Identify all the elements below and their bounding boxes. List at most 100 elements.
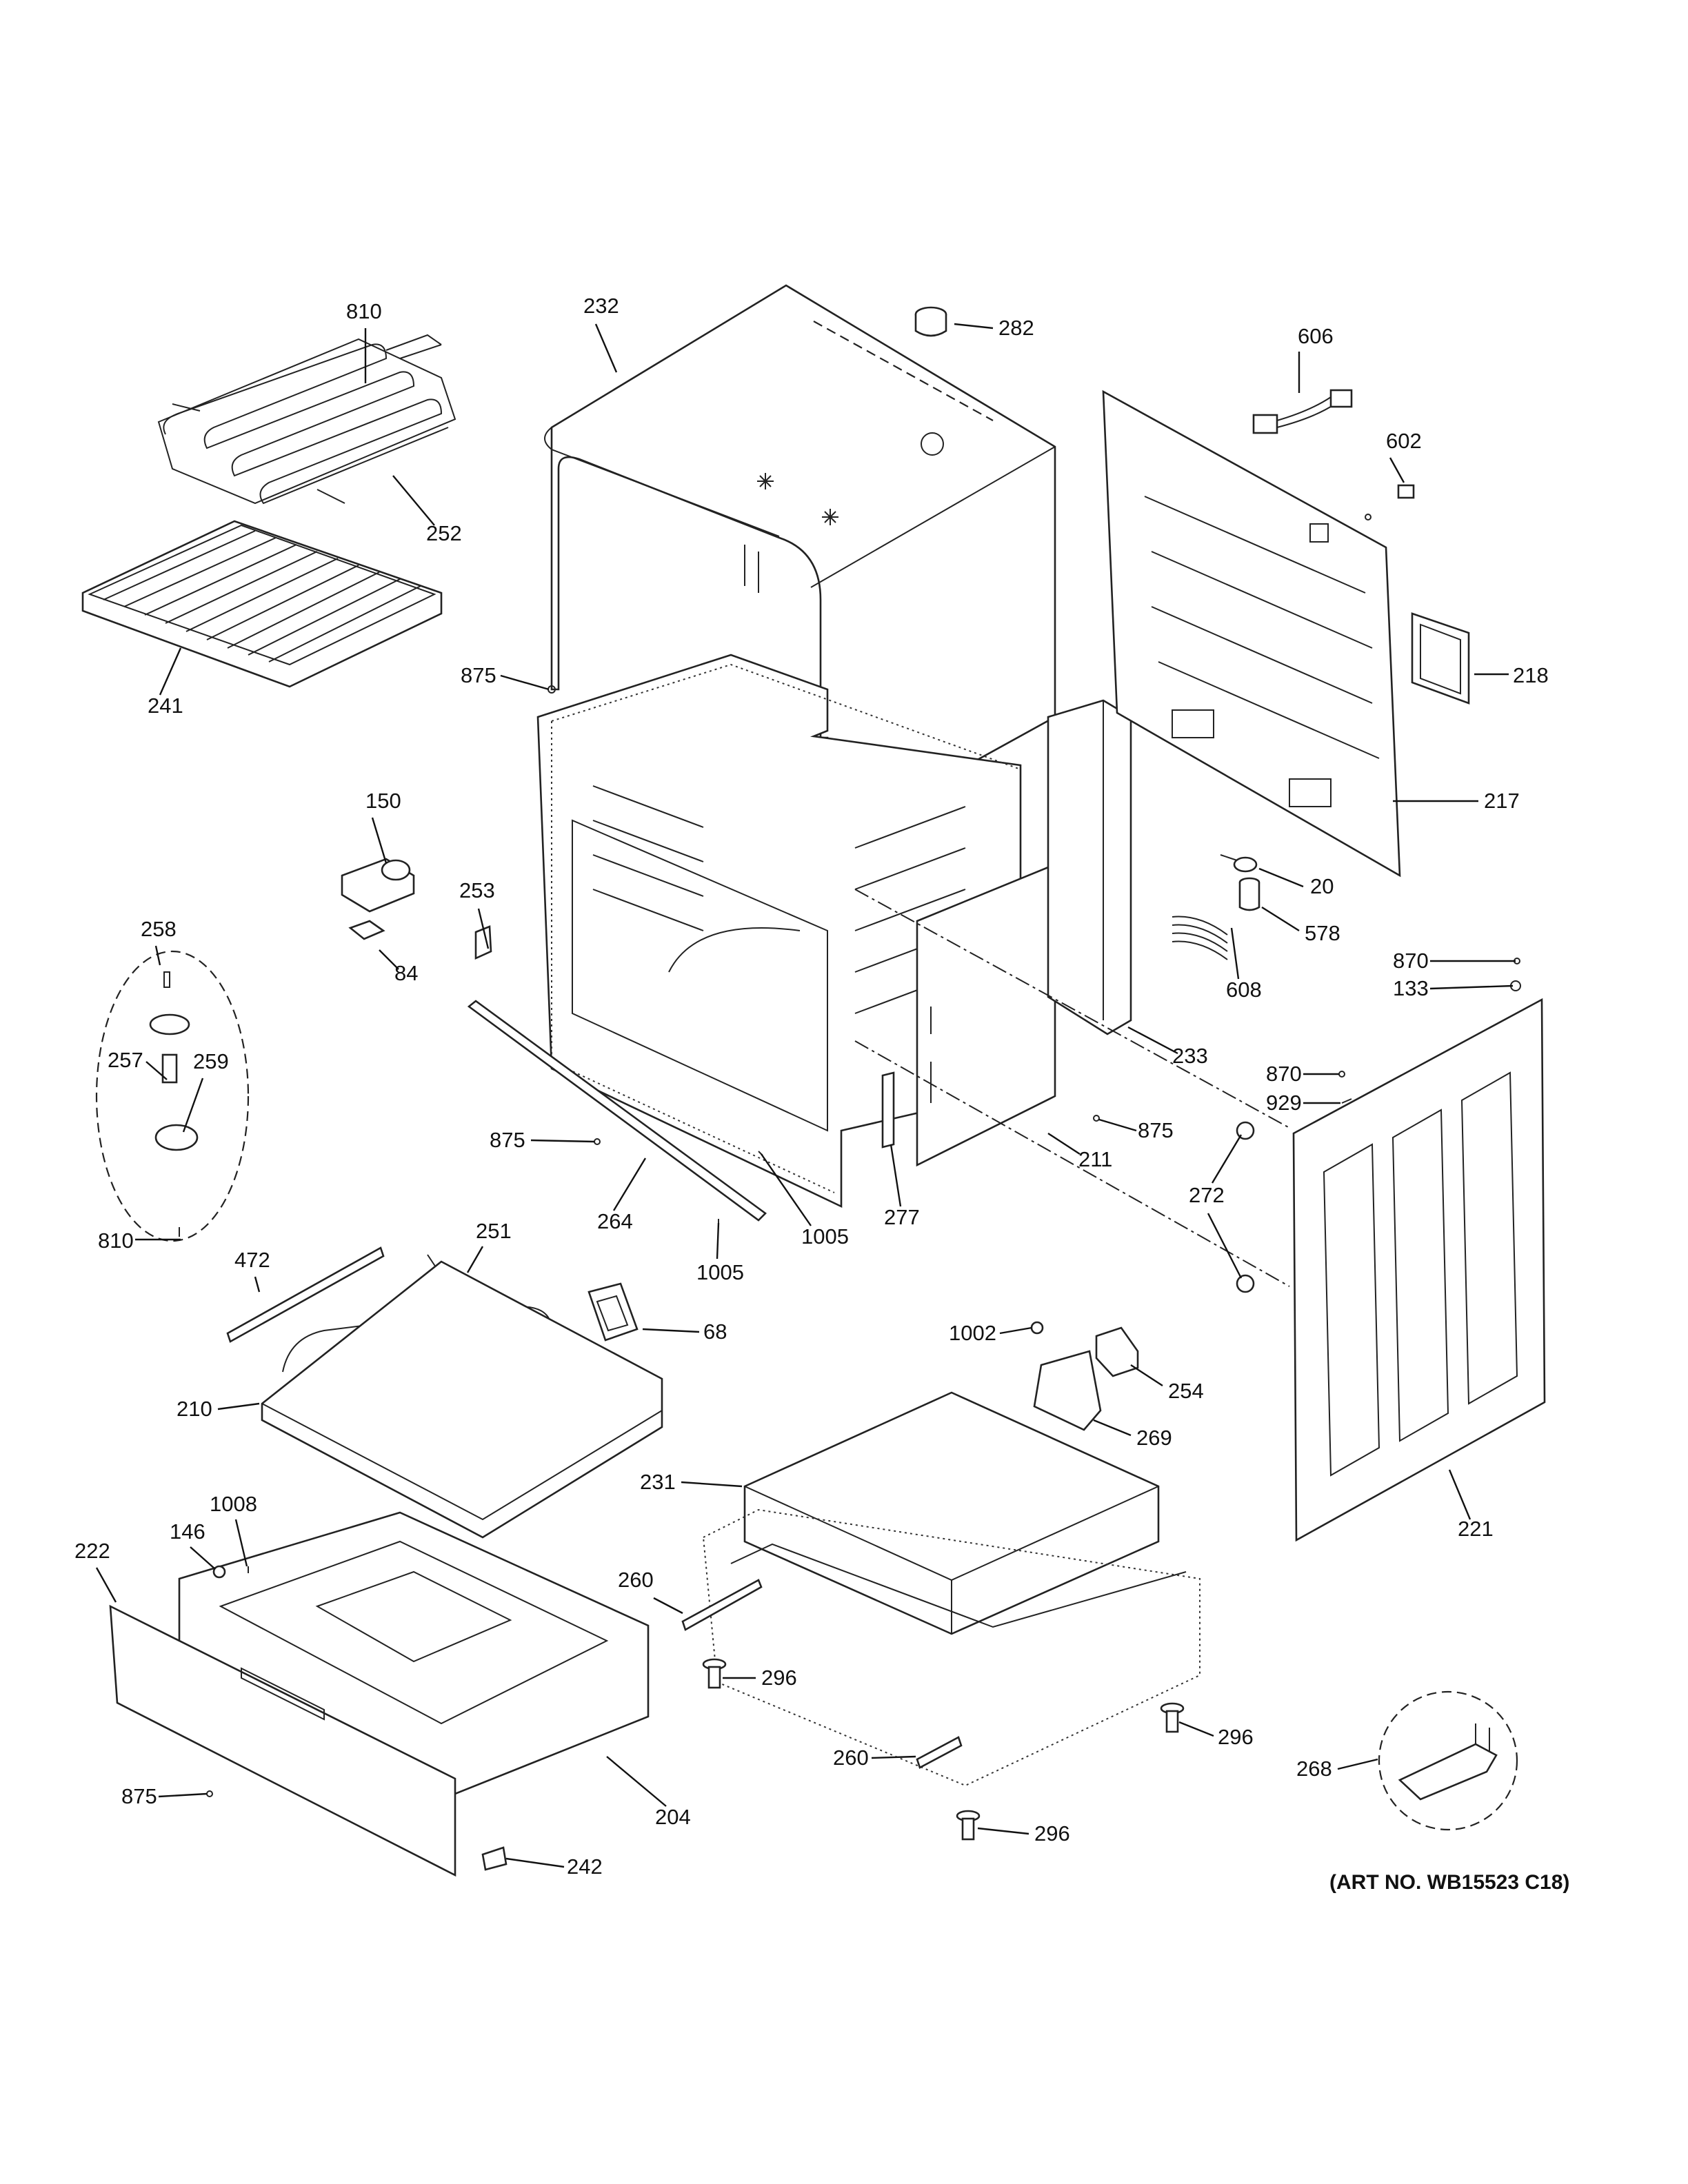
callout-number: 233 (1172, 1044, 1208, 1068)
harness-608-part (1172, 916, 1228, 960)
screw-870-b-part (1338, 1071, 1345, 1078)
callout-number: 277 (884, 1205, 920, 1229)
bracket-218-part (1411, 612, 1470, 705)
leader-line (977, 1827, 1029, 1835)
bumper-lower-part (1236, 1274, 1255, 1293)
leader-line (1211, 1134, 1243, 1184)
callout-number: 272 (1189, 1183, 1225, 1207)
callout-296: 296 (1178, 1721, 1254, 1749)
callout-number: 259 (193, 1049, 229, 1073)
leader-line (642, 1328, 700, 1333)
callout-number: 232 (583, 294, 619, 318)
leveling-leg-296-c-part (956, 1810, 981, 1841)
callout-296: 296 (977, 1821, 1070, 1846)
callout-254: 254 (1130, 1364, 1204, 1403)
callout-606: 606 (1298, 324, 1334, 393)
callout-number: 602 (1386, 429, 1422, 453)
callout-number: 241 (148, 694, 183, 718)
callout-number: 875 (461, 663, 496, 687)
leader-line (145, 1061, 168, 1080)
callout-number: 254 (1168, 1379, 1204, 1403)
leader-line (505, 1857, 565, 1868)
callout-number: 204 (655, 1805, 691, 1829)
leader-line (761, 1153, 812, 1226)
callout-1008: 1008 (210, 1492, 257, 1567)
terminal-block-254-part (1095, 1326, 1139, 1377)
callout-1005: 1005 (696, 1222, 744, 1284)
callout-282: 282 (954, 316, 1034, 340)
callout-number: 1002 (949, 1321, 996, 1345)
callout-608: 608 (1226, 927, 1262, 1002)
callout-number: 68 (703, 1320, 727, 1344)
side-panel-221-part (1292, 998, 1546, 1542)
leader-line (999, 1326, 1032, 1335)
rail-472-part (226, 1246, 385, 1343)
callout-number: 146 (170, 1519, 205, 1544)
thermostat-150-part (341, 858, 415, 913)
leader-line (594, 323, 618, 373)
leader-line (392, 475, 435, 526)
callout-257: 257 (108, 1048, 168, 1080)
callout-578: 578 (1261, 906, 1340, 945)
callout-272: 272 (1189, 1134, 1243, 1279)
detail-268-part (1378, 1690, 1518, 1831)
callout-number: 875 (1138, 1118, 1174, 1142)
callout-150: 150 (365, 789, 401, 864)
callout-810: 810 (98, 1228, 181, 1253)
callout-296: 296 (723, 1666, 797, 1690)
leader-line (158, 1792, 208, 1798)
leader-line (1207, 1213, 1243, 1279)
callout-870: 870 (1266, 1062, 1339, 1086)
callout-253: 253 (459, 878, 495, 949)
callout-233: 233 (1127, 1026, 1208, 1068)
leader-line (681, 1481, 743, 1488)
callout-number: 20 (1310, 874, 1334, 898)
leader-line (871, 1755, 916, 1759)
callout-875: 875 (490, 1128, 595, 1152)
art-number-label: (ART NO. WB15523 C18) (1329, 1871, 1569, 1894)
tray-210-part (261, 1260, 663, 1539)
callout-268: 268 (1296, 1757, 1378, 1781)
leader-line (1127, 1026, 1178, 1055)
callout-231: 231 (640, 1470, 743, 1494)
callout-number: 1008 (210, 1492, 257, 1516)
bracket-68-part (587, 1282, 639, 1342)
callout-number: 1005 (696, 1260, 744, 1284)
wire-harness-part (1252, 389, 1353, 434)
insulation-blanket-part (1047, 699, 1132, 1035)
callout-number: 84 (394, 961, 418, 985)
callout-264: 264 (597, 1157, 647, 1233)
leader-line (1389, 457, 1405, 483)
callout-472: 472 (234, 1248, 270, 1293)
callout-number: 606 (1298, 324, 1334, 348)
callout-222: 222 (74, 1539, 117, 1603)
callout-232: 232 (583, 294, 619, 373)
callout-number: 217 (1484, 789, 1520, 813)
callout-number: 1005 (801, 1224, 849, 1248)
leveling-leg-296-a-part (702, 1658, 727, 1689)
callout-269: 269 (1093, 1419, 1172, 1450)
callout-1005: 1005 (761, 1153, 849, 1248)
leader-line (954, 323, 994, 330)
leader-line (1258, 867, 1304, 888)
leader-line (890, 1144, 902, 1207)
callout-number: 296 (1034, 1821, 1070, 1846)
screw-875-b-part (594, 1138, 601, 1145)
callout-146: 146 (170, 1519, 216, 1570)
callout-252: 252 (392, 475, 462, 545)
screw-146-part (212, 1565, 226, 1579)
callout-218: 218 (1474, 663, 1549, 687)
leader-line (606, 1756, 667, 1807)
sensor-20-part (1220, 854, 1258, 873)
callout-133: 133 (1393, 976, 1514, 1000)
oven-cavity-part (536, 654, 1022, 1209)
callout-number: 269 (1136, 1426, 1172, 1450)
callout-number: 258 (141, 917, 177, 941)
leader-line (500, 674, 550, 691)
callout-810: 810 (346, 299, 382, 383)
callout-number: 257 (108, 1048, 143, 1072)
callout-number: 260 (833, 1746, 869, 1770)
callout-number: 282 (998, 316, 1034, 340)
leader-line (1098, 1118, 1137, 1132)
callout-875: 875 (121, 1784, 208, 1808)
